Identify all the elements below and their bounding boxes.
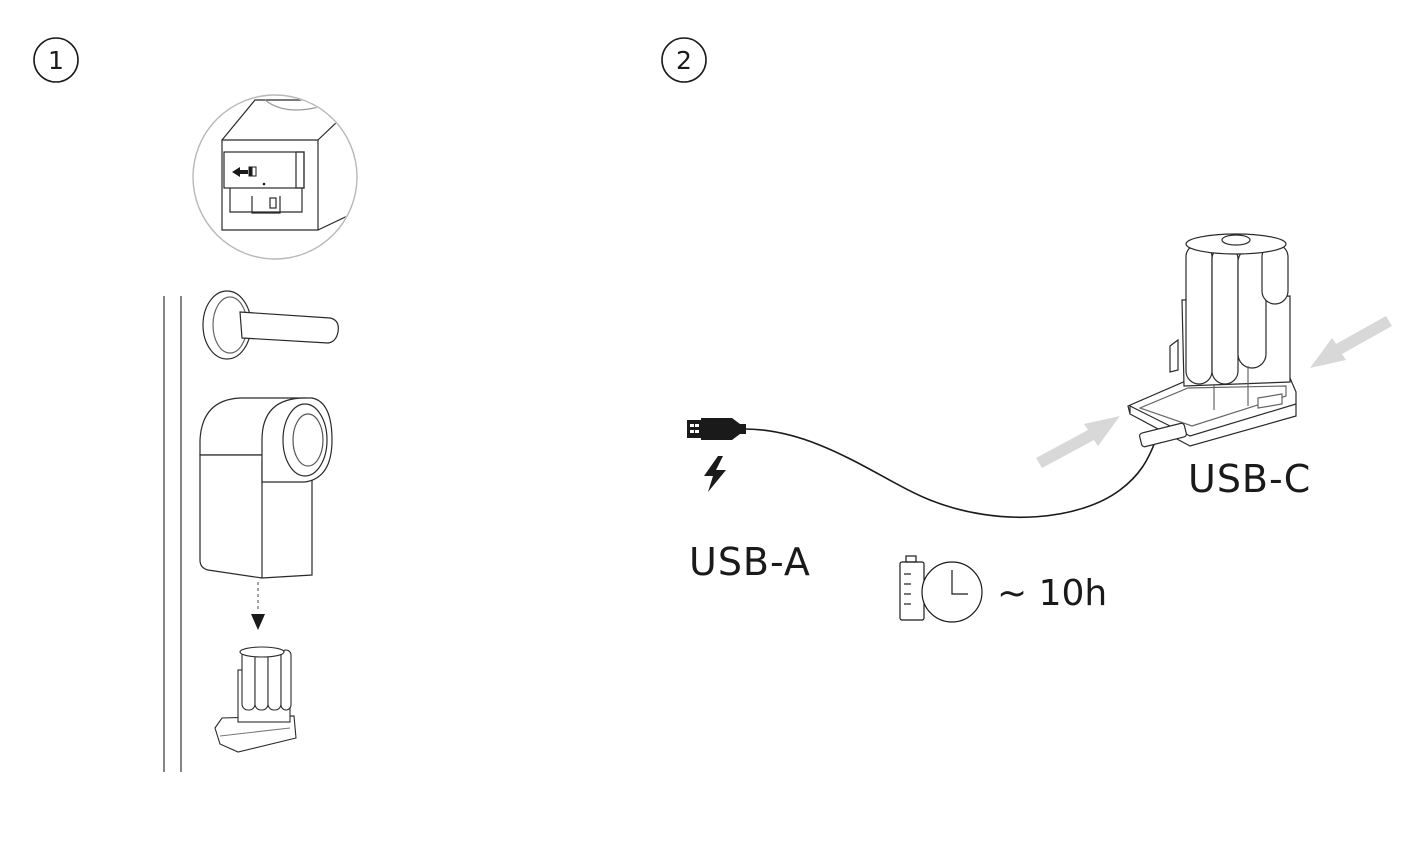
step-2-number: 2: [676, 46, 692, 75]
usb-cable: [745, 428, 1156, 519]
battery-pack-small: [214, 646, 297, 753]
usb-a-label: USB-A: [689, 540, 811, 584]
release-button-detail: [192, 94, 358, 260]
usb-c-label: USB-C: [1188, 457, 1311, 501]
door-frame: [163, 296, 182, 772]
step-1-panel: 1: [33, 37, 358, 772]
step-1-number: 1: [48, 46, 64, 75]
battery-clock-icon: [899, 555, 983, 623]
smart-lock: [199, 397, 333, 579]
charge-time-label: ~ 10h: [997, 573, 1107, 614]
slide-left-arrow-icon: [232, 166, 266, 186]
door-handle: [202, 290, 339, 360]
step-1-badge: 1: [33, 37, 79, 83]
usb-a-plug-icon: [687, 418, 746, 440]
step-2-panel: 2 USB-A ~ 10h: [661, 37, 1392, 623]
lightning-bolt-icon: [704, 456, 726, 492]
insertion-arrow-left: [1036, 416, 1120, 468]
step-2-badge: 2: [661, 37, 707, 83]
battery-pack-large: [1127, 233, 1297, 448]
removal-arrow: [251, 582, 265, 630]
insertion-arrow-right: [1310, 316, 1392, 368]
